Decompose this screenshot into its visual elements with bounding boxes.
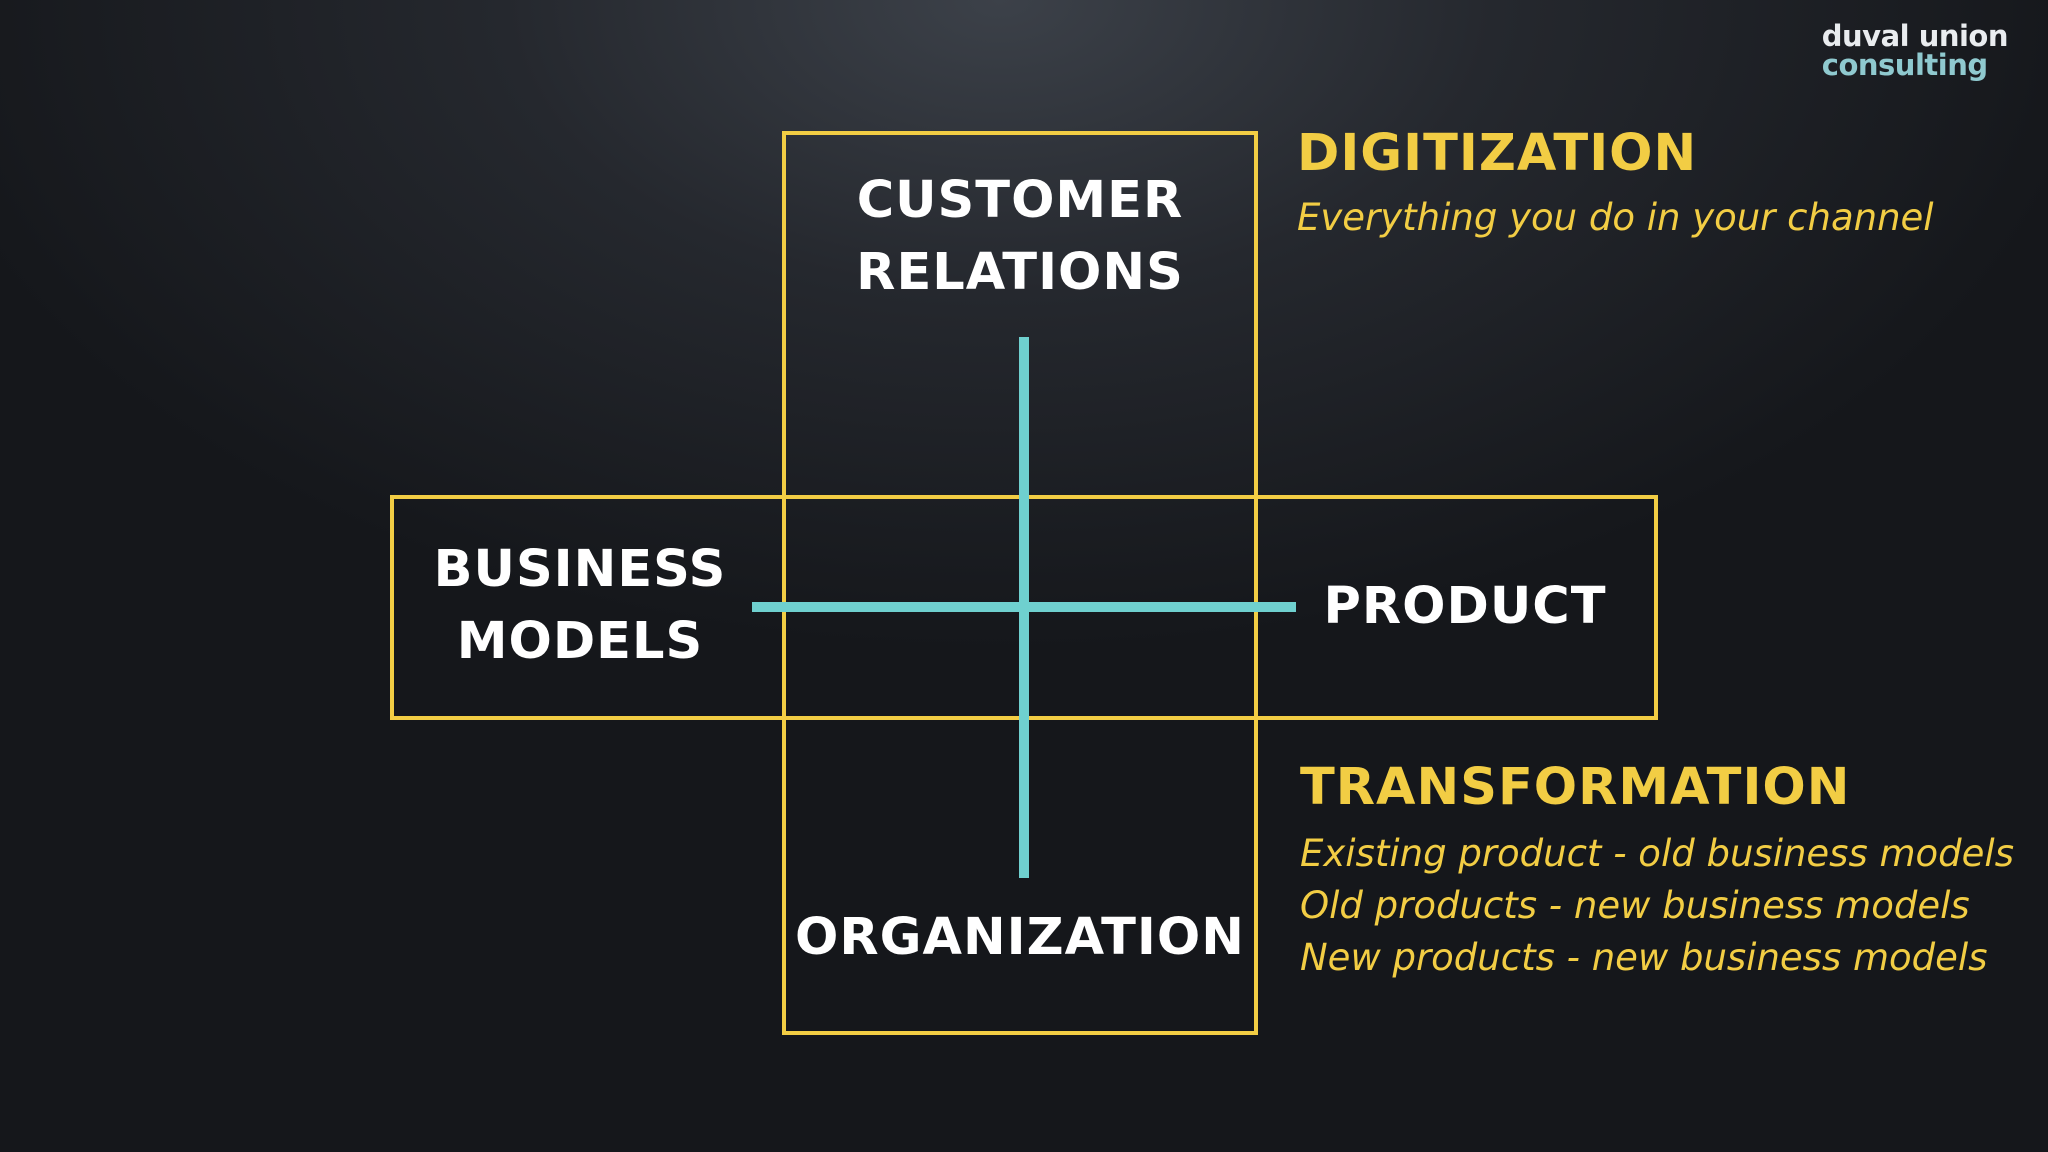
business-models-line-2: MODELS — [456, 612, 704, 671]
transformation-item: New products - new business models — [1300, 936, 1988, 979]
digitization-heading: DIGITIZATION — [1297, 124, 1698, 183]
horizontal-axis-line — [752, 602, 1296, 612]
product-label: PRODUCT — [1323, 577, 1607, 636]
transformation-item: Old products - new business models — [1300, 884, 1970, 927]
digitization-description: Everything you do in your channel — [1297, 196, 1934, 239]
logo-line-1: duval union — [1821, 19, 2009, 53]
vertical-frame — [782, 131, 1258, 1035]
business-models-line-1: BUSINESS — [433, 540, 727, 599]
logo-line-2: consulting — [1821, 48, 1988, 82]
customer-relations-line-2: RELATIONS — [856, 243, 1184, 302]
transformation-list: Existing product - old business models O… — [1300, 828, 2014, 984]
organization-label: ORGANIZATION — [795, 908, 1245, 967]
customer-relations-label: CUSTOMER RELATIONS — [782, 165, 1258, 309]
business-models-label: BUSINESS MODELS — [390, 534, 770, 678]
transformation-heading: TRANSFORMATION — [1300, 758, 1851, 817]
customer-relations-line-1: CUSTOMER — [856, 171, 1184, 230]
duval-union-logo: duval union consulting — [1821, 19, 2009, 82]
transformation-item: Existing product - old business models — [1300, 832, 2014, 875]
